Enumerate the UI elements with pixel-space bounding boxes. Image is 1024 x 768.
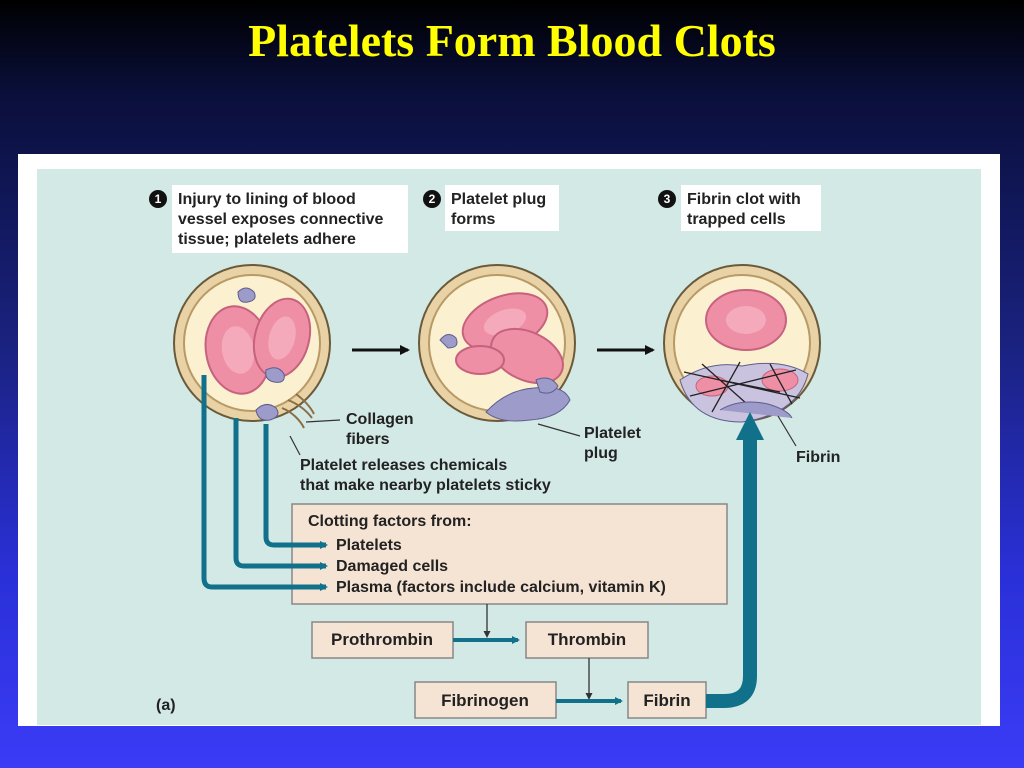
figure-background [37, 169, 981, 725]
fibrin-to-clot-arrow-shaft [706, 436, 757, 708]
step-3: 3 Fibrin clot with trapped cells [658, 185, 821, 231]
fibrinogen-label: Fibrinogen [441, 691, 529, 710]
step-1-line-1: Injury to lining of blood [178, 191, 356, 208]
vessel-injury-illustration [173, 264, 331, 429]
step-1-line-2: vessel exposes connective [178, 211, 384, 228]
release-leader-line [289, 435, 301, 456]
vessel-fibrin-clot-illustration [663, 264, 821, 423]
release-label-line-1: Platelet releases chemicals [300, 457, 507, 474]
step-2-marker-icon [423, 190, 441, 208]
panel-label: (a) [156, 697, 176, 714]
step-3-line-2: trapped cells [687, 211, 786, 228]
step-2-line-1: Platelet plug [451, 191, 546, 208]
step-3-number: 3 [664, 192, 671, 206]
clotting-factors-box: Clotting factors from: Platelets Damaged… [291, 503, 728, 605]
thrombin-box: Thrombin [525, 621, 649, 659]
slide-title: Platelets Form Blood Clots [248, 15, 776, 66]
thrombin-label: Thrombin [548, 630, 626, 649]
step-1-number: 1 [155, 192, 162, 206]
vessel-platelet-plug-illustration [418, 264, 576, 422]
plug-leader-line [537, 423, 581, 437]
collagen-label-line-2: fibers [346, 431, 390, 448]
prothrombin-label: Prothrombin [331, 630, 433, 649]
clotting-item-damaged-cells: Damaged cells [336, 558, 448, 575]
collagen-label-line-1: Collagen [346, 411, 414, 428]
clotting-item-plasma: Plasma (factors include calcium, vitamin… [336, 579, 666, 596]
plasma-factor-arrow [201, 375, 328, 591]
fibrin-box: Fibrin [627, 681, 707, 719]
step-2-number: 2 [429, 192, 436, 206]
prothrombin-box: Prothrombin [311, 621, 454, 659]
step-1: 1 Injury to lining of blood vessel expos… [149, 185, 408, 253]
fibrin-to-clot-arrowhead-icon [736, 412, 764, 440]
release-label-line-2: that make nearby platelets sticky [300, 477, 551, 494]
fibrinogen-box: Fibrinogen [414, 681, 557, 719]
step-2: 2 Platelet plug forms [423, 185, 559, 231]
collagen-leader-line [305, 419, 341, 423]
clotting-item-platelets: Platelets [336, 537, 402, 554]
clotting-heading: Clotting factors from: [308, 513, 472, 530]
plug-label-line-1: Platelet [584, 425, 642, 442]
step-2-line-2: forms [451, 211, 496, 228]
fibrin-box-label: Fibrin [643, 691, 690, 710]
step-1-line-3: tissue; platelets adhere [178, 231, 356, 248]
step-3-marker-icon [658, 190, 676, 208]
platelets-factor-arrow [263, 424, 328, 549]
step-1-marker-icon [149, 190, 167, 208]
fibrin-leader-line [777, 415, 797, 447]
plug-label-line-2: plug [584, 445, 618, 462]
damaged-cells-factor-arrow [233, 418, 328, 570]
step-3-line-1: Fibrin clot with [687, 191, 801, 208]
fibrin-vessel-label: Fibrin [796, 449, 840, 466]
